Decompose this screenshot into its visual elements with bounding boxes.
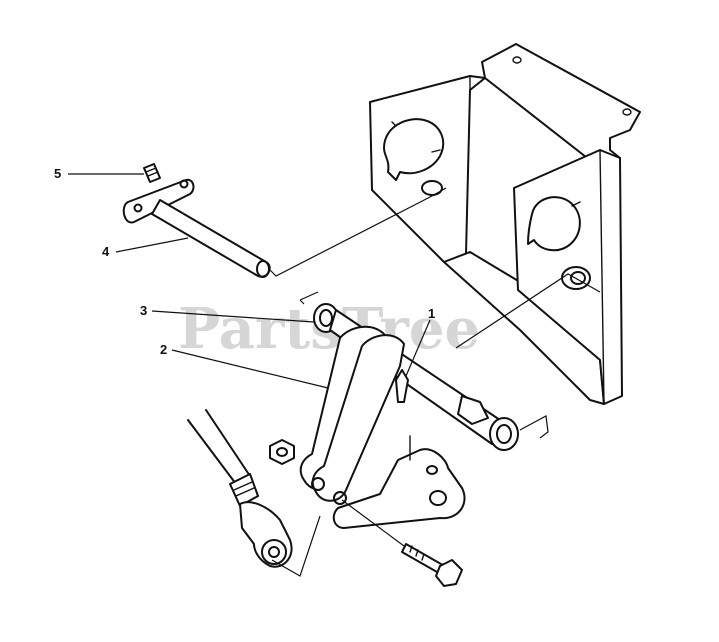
pivot-arm-assembly	[269, 303, 519, 587]
callout-label-1: 1	[428, 306, 435, 321]
centerlines	[269, 187, 601, 439]
control-rod-end	[187, 409, 321, 577]
mounting-bracket	[369, 43, 641, 405]
callout-label-3: 3	[140, 303, 147, 318]
callout-3: 3	[140, 303, 315, 323]
callout-label-2: 2	[160, 342, 167, 357]
callout-label-4: 4	[102, 244, 110, 259]
callout-1: 1	[405, 306, 435, 377]
pivot-pin-assembly	[122, 163, 271, 278]
callout-5: 5	[54, 166, 144, 181]
callout-label-5: 5	[54, 166, 61, 181]
callout-2: 2	[160, 342, 329, 389]
callout-4: 4	[102, 237, 189, 259]
